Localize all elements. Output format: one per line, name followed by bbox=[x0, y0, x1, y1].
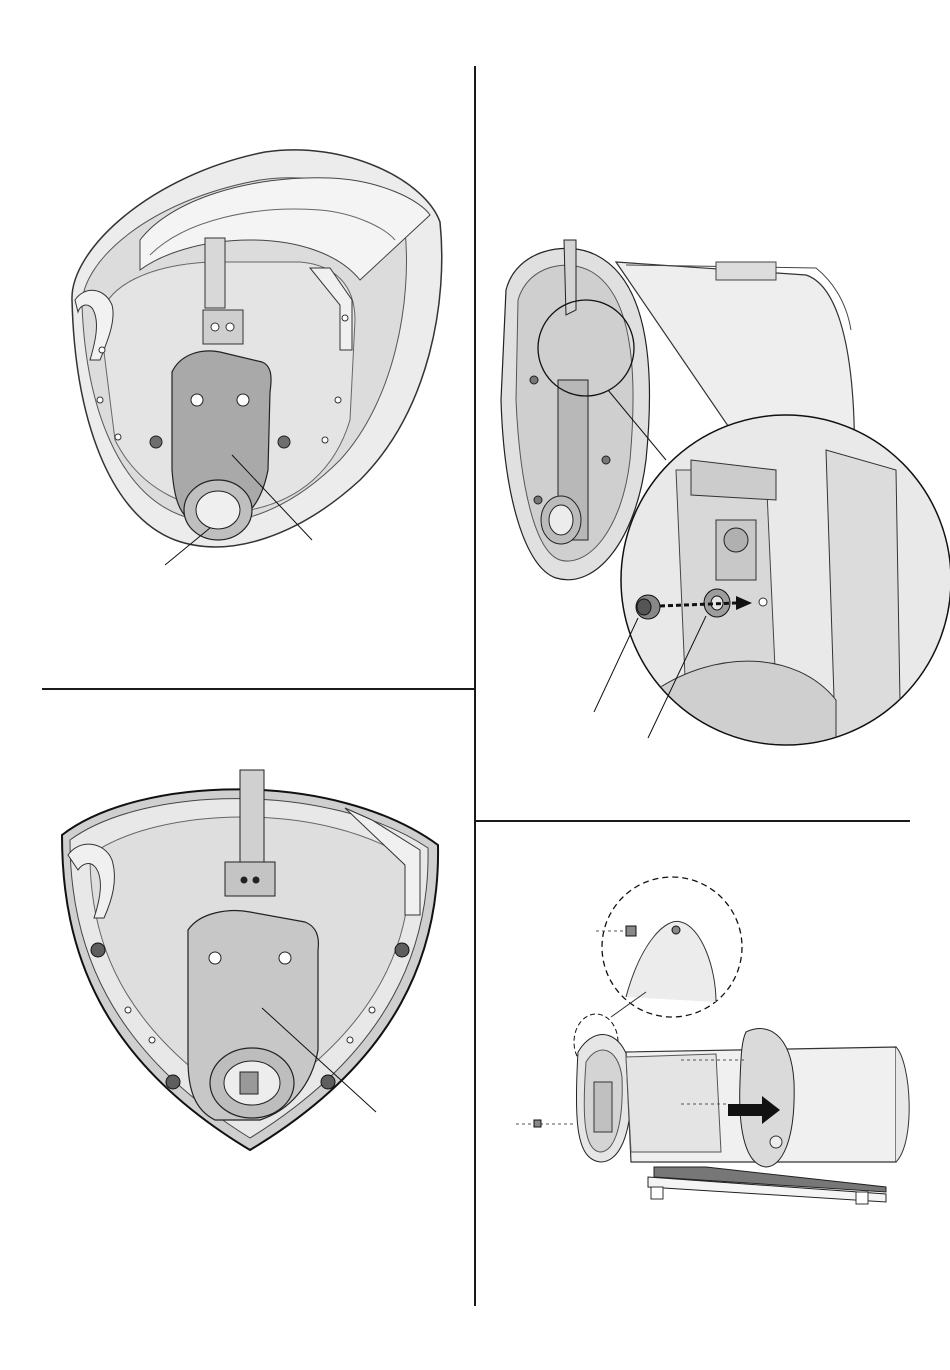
figure-1-end-cap-underside bbox=[0, 0, 474, 688]
figure-4-end-cap-separation bbox=[476, 822, 950, 1370]
figure-2-screw-washer-detail bbox=[476, 0, 950, 820]
end-cap-frontal-illustration bbox=[0, 690, 474, 1370]
figure-3-end-cap-frontal bbox=[0, 690, 474, 1370]
end-cap-separation-illustration bbox=[476, 822, 950, 1370]
end-cap-underside-illustration bbox=[0, 0, 474, 688]
end-cap-side-illustration bbox=[476, 0, 950, 820]
